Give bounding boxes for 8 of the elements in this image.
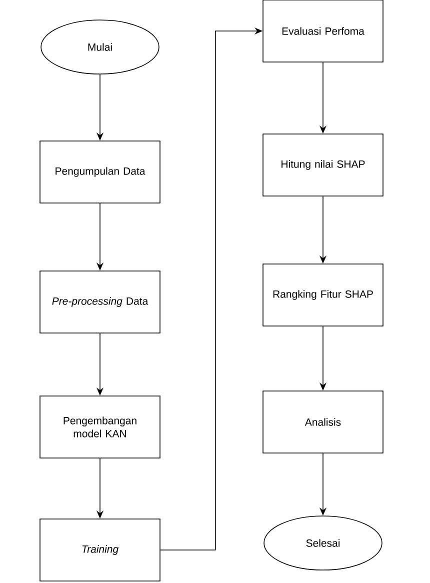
process-box: Evaluasi Perfoma: [262, 0, 384, 62]
process-box: Training: [40, 518, 160, 582]
process-box: Pre-processing Data: [40, 270, 160, 334]
process-box: Pengembangan model KAN: [40, 396, 160, 458]
process-box: Rangking Fitur SHAP: [262, 264, 384, 326]
process-box: Analisis: [262, 390, 384, 454]
process-box: Pengumpulan Data: [40, 140, 160, 204]
process-box: Hitung nilai SHAP: [262, 134, 384, 196]
